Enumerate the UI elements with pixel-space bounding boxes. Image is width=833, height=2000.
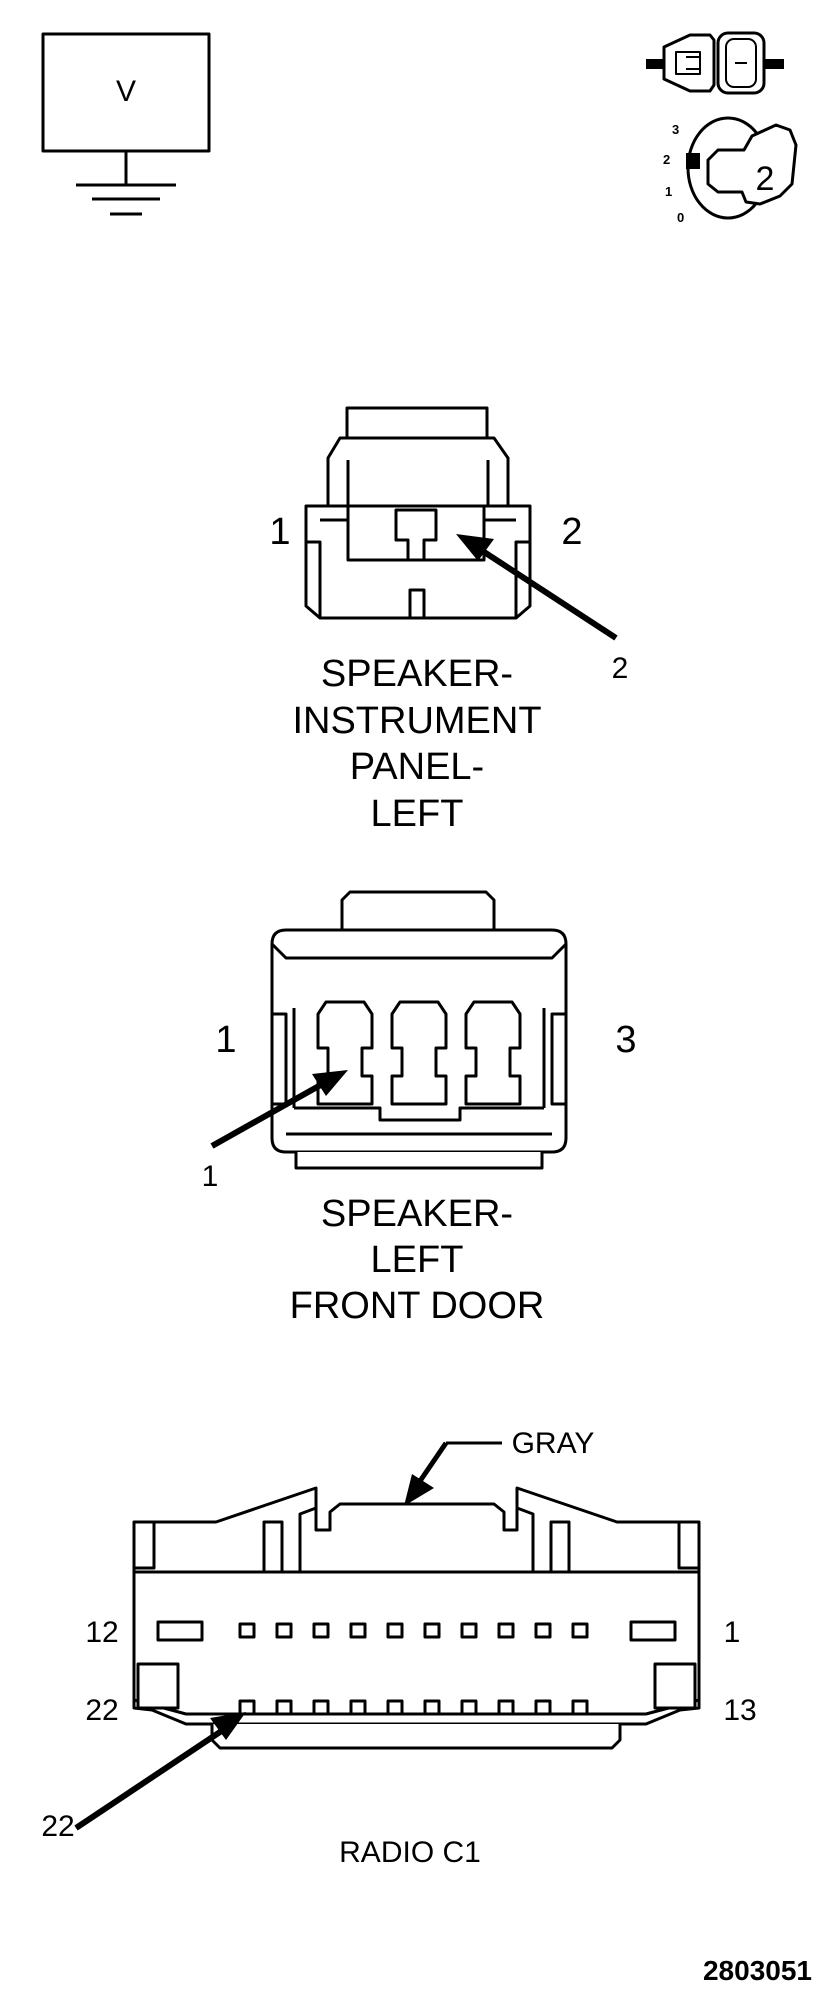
callout-number: 22 (41, 1810, 74, 1843)
pin-row-top (238, 1622, 589, 1639)
pin-label-left: 1 (269, 511, 290, 553)
figure-number: 2803051 (703, 1955, 812, 1986)
connector-title: RADIO C1 (339, 1836, 481, 1869)
title-line-2: LEFT (371, 1239, 464, 1281)
voltmeter-ground-symbol: V (41, 32, 211, 216)
pin-label-right: 2 (561, 511, 582, 553)
pin-label-right: 3 (615, 1019, 636, 1061)
pin-label-bottom-right: 13 (723, 1694, 756, 1727)
connector-speaker-left-front-door: 1 3 1 SPEAKER- LEFT FRONT DOOR (202, 890, 637, 1327)
title-line-2: INSTRUMENT (292, 700, 541, 742)
title-line-3: PANEL- (350, 746, 484, 788)
pin-row-bottom (238, 1699, 589, 1716)
color-label: GRAY (512, 1427, 595, 1460)
pin-label-left: 1 (215, 1019, 236, 1061)
title-line-1: SPEAKER- (321, 1193, 513, 1235)
connector-radio-c1: GRAY (41, 1427, 756, 1869)
ignition-key-icon: 3 2 1 0 2 (663, 116, 798, 225)
key-position-0: 0 (677, 210, 684, 225)
title-line-1: SPEAKER- (321, 653, 513, 695)
connector-plug-icon (646, 31, 784, 95)
key-position-1: 1 (665, 184, 672, 199)
voltmeter-letter: V (116, 75, 136, 108)
title-line-3: FRONT DOOR (290, 1285, 545, 1327)
connector-speaker-instrument-panel-left: 1 2 2 SPEAKER- INSTRUMENT PANEL- LEFT (269, 406, 629, 835)
key-position-2: 2 (663, 152, 670, 167)
pin-label-top-right: 1 (724, 1616, 741, 1649)
callout-number: 1 (202, 1160, 219, 1193)
key-number: 2 (756, 160, 775, 198)
callout-number: 2 (612, 652, 629, 685)
pin-label-bottom-left: 22 (85, 1694, 118, 1727)
key-position-3: 3 (672, 122, 679, 137)
title-line-4: LEFT (371, 793, 464, 835)
pin-label-top-left: 12 (85, 1616, 118, 1649)
